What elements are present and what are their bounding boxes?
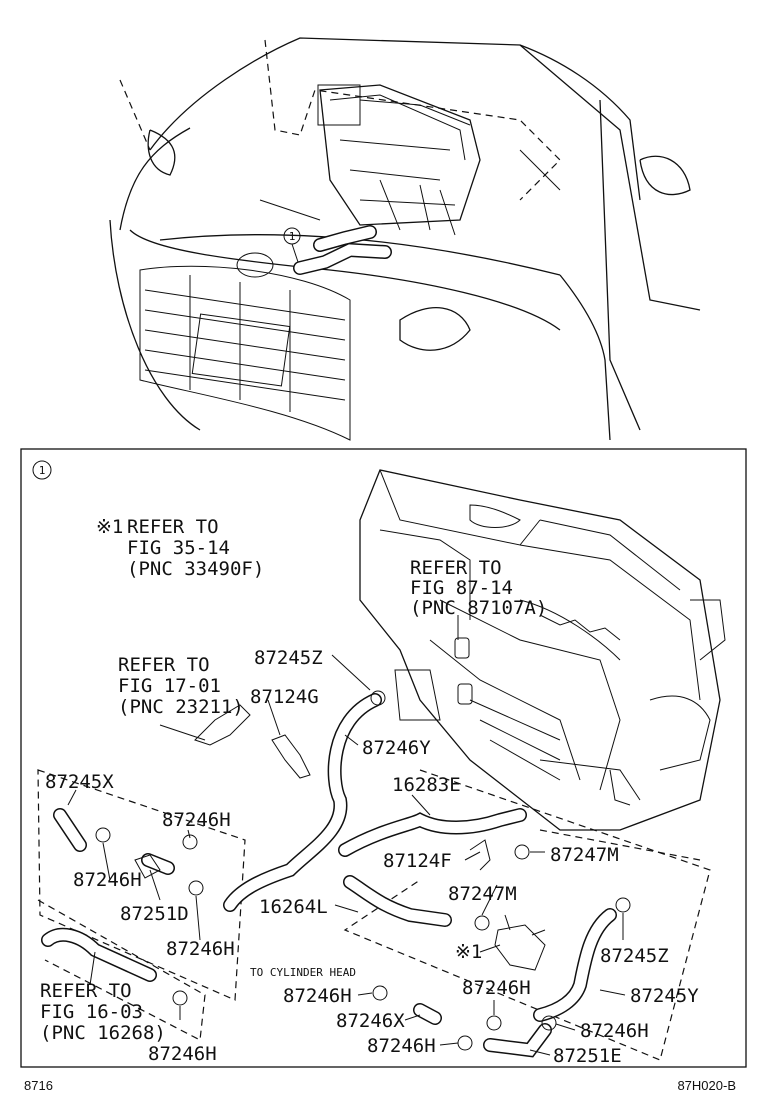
part-label-87246h-h: 87246H — [148, 1043, 217, 1065]
detail-callout: 1 — [39, 464, 46, 477]
part-label-87251d: 87251D — [120, 903, 189, 925]
part-label-87245y: 87245Y — [630, 985, 699, 1007]
part-label-87246x: 87246X — [336, 1010, 405, 1032]
footer-figure-number: 8716 — [24, 1078, 53, 1093]
vehicle-overview-illustration — [109, 37, 701, 441]
hose-clamps — [95, 690, 631, 1051]
ref-17-line2: FIG 17-01 — [118, 675, 221, 697]
part-label-87246h-d: 87246H — [462, 977, 531, 999]
part-label-87246y: 87246Y — [362, 737, 431, 759]
subassembly-boundary-left — [37, 769, 246, 1001]
ref-16-line2: FIG 16-03 — [40, 1001, 143, 1023]
part-label-87246h-c: 87246H — [166, 938, 235, 960]
ref-35-line3: (PNC 33490F) — [127, 558, 264, 580]
ref-17-line1: REFER TO — [118, 654, 210, 676]
part-label-87246h-a: 87246H — [162, 809, 231, 831]
ref-35-line1: REFER TO — [127, 516, 219, 538]
leader-lines — [67, 615, 626, 1056]
subassembly-boundary-right — [343, 769, 711, 1061]
part-label-87124f: 87124F — [383, 850, 452, 872]
ref-16-line1: REFER TO — [40, 980, 132, 1002]
ref-35-line2: FIG 35-14 — [127, 537, 230, 559]
part-label-87247m-b: 87247M — [448, 883, 517, 905]
ref-16-line3: (PNC 16268) — [40, 1022, 166, 1044]
ref-87-line1: REFER TO — [410, 557, 502, 579]
marker-x1: ※1 — [455, 941, 482, 963]
overview-callout: 1 — [289, 230, 296, 243]
part-label-87245z-bottom: 87245Z — [600, 945, 669, 967]
ref-87-line2: FIG 87-14 — [410, 577, 513, 599]
footer-drawing-code: 87H020-B — [677, 1078, 736, 1093]
part-label-87246h-g: 87246H — [367, 1035, 436, 1057]
part-label-87245z-top: 87245Z — [254, 647, 323, 669]
part-label-87124g: 87124G — [250, 686, 319, 708]
part-label-16283e: 16283E — [392, 774, 461, 796]
part-label-87245x: 87245X — [45, 771, 114, 793]
cylinder-head-note: TO CYLINDER HEAD — [250, 966, 356, 979]
brackets-illustration — [134, 704, 546, 971]
part-label-16264l: 16264L — [259, 896, 328, 918]
ref-17-line3: (PNC 23211) — [118, 696, 244, 718]
heater-unit-illustration — [359, 469, 726, 831]
part-label-87246h-e: 87246H — [283, 985, 352, 1007]
subassembly-boundary-lower — [37, 899, 206, 1041]
detail-callout-circle — [32, 460, 52, 480]
ref-35-mark: ※1 — [96, 516, 123, 538]
part-label-87251e: 87251E — [553, 1045, 622, 1067]
part-label-87247m-a: 87247M — [550, 844, 619, 866]
part-label-87246h-b: 87246H — [73, 869, 142, 891]
part-label-87246h-f: 87246H — [580, 1020, 649, 1042]
ref-87-line3: (PNC 87107A) — [410, 597, 547, 619]
detail-frame — [20, 448, 747, 1068]
